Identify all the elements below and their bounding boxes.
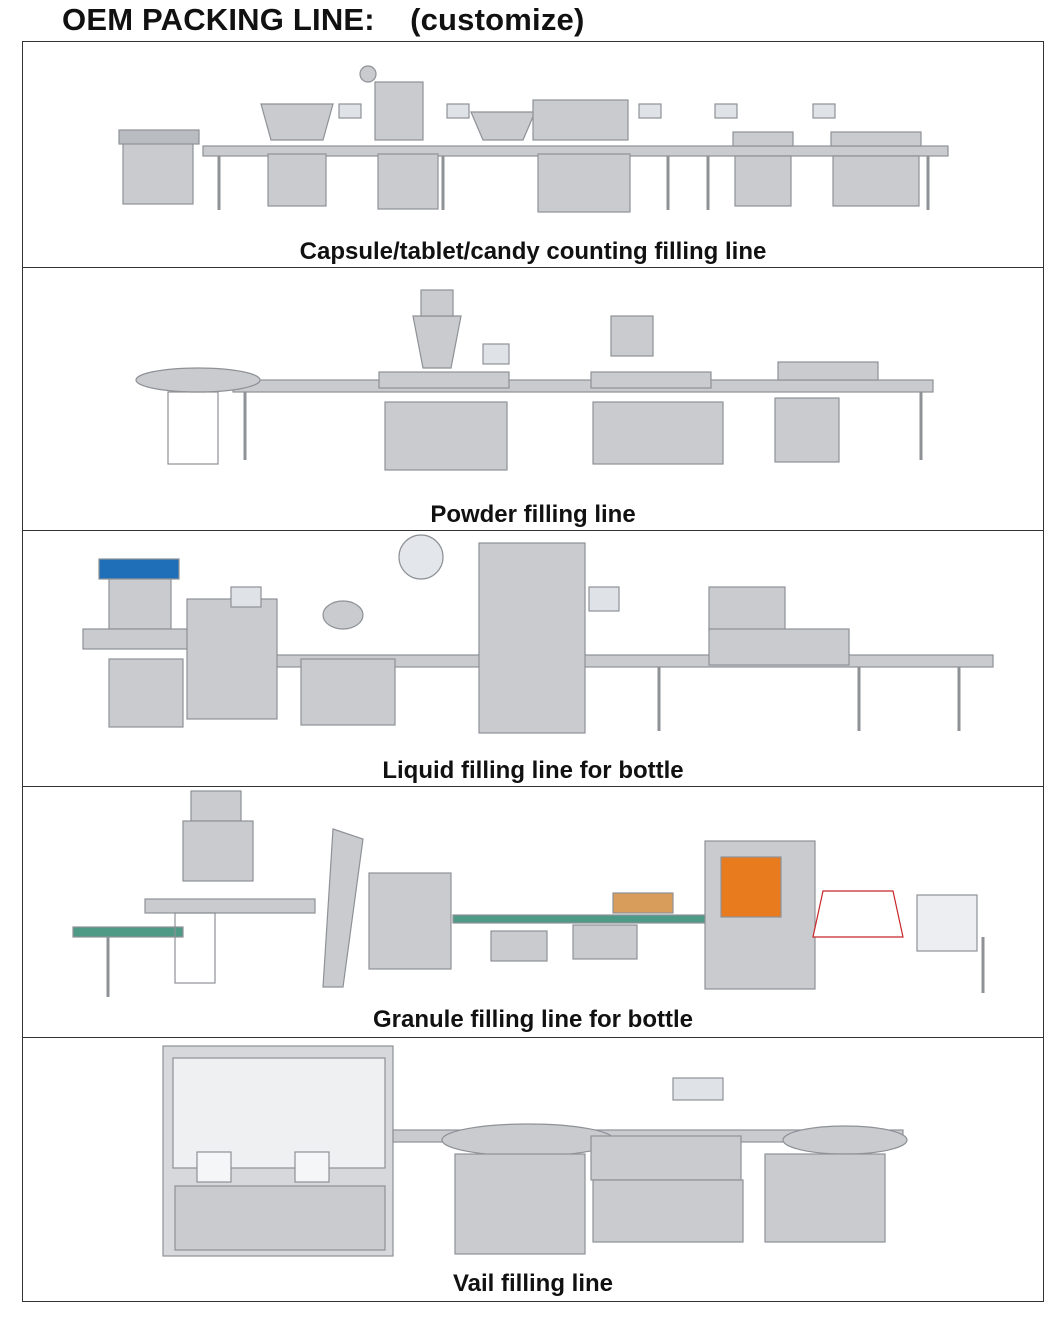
packing-lines-panel: Capsule/tablet/candy counting filling li…	[22, 41, 1044, 1302]
capsule-line-illustration	[118, 65, 949, 213]
panel-caption: Granule filling line for bottle	[372, 1006, 693, 1033]
panel-caption: Powder filling line	[430, 501, 636, 528]
line-panel-liquid: Liquid filling line for bottle	[23, 531, 1043, 787]
vial-line-illustration	[162, 1045, 908, 1257]
panel-caption: Vail filling line	[452, 1270, 614, 1297]
line-panel-capsule: Capsule/tablet/candy counting filling li…	[23, 42, 1043, 268]
line-panel-powder: Powder filling line	[23, 268, 1043, 531]
page-title: OEM PACKING LINE: (customize)	[62, 2, 585, 37]
panel-caption: Capsule/tablet/candy counting filling li…	[299, 238, 767, 265]
powder-line-illustration	[135, 289, 934, 471]
line-panel-vial: Vail filling line	[23, 1038, 1043, 1300]
line-panel-granule: Granule filling line for bottle	[23, 787, 1043, 1038]
granule-line-illustration	[72, 790, 985, 997]
liquid-line-illustration	[82, 534, 994, 734]
panel-caption: Liquid filling line for bottle	[382, 757, 684, 784]
